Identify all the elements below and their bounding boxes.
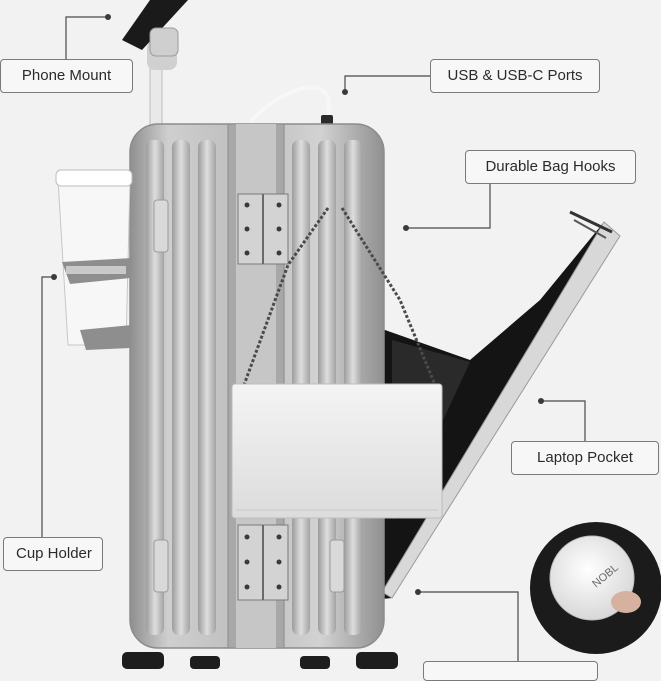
phone-mount-label: Phone Mount xyxy=(0,59,133,93)
phone-mount xyxy=(122,0,188,57)
hanging-handbag xyxy=(231,207,443,519)
hinge-bottom xyxy=(237,524,289,601)
callout-leader-lines xyxy=(41,14,586,661)
usb-ports-label: USB & USB-C Ports xyxy=(430,59,600,93)
suitcase-wheels xyxy=(122,652,398,669)
tracker-tag-inset: NOBL xyxy=(530,522,661,654)
bottom-feature-label xyxy=(423,661,598,681)
cup-holder-label: Cup Holder xyxy=(3,537,103,571)
usb-cable xyxy=(248,85,331,124)
cup-holder xyxy=(55,169,133,350)
bag-hooks-label: Durable Bag Hooks xyxy=(465,150,636,184)
laptop-pocket-label: Laptop Pocket xyxy=(511,441,659,475)
hinge-top xyxy=(237,193,289,265)
